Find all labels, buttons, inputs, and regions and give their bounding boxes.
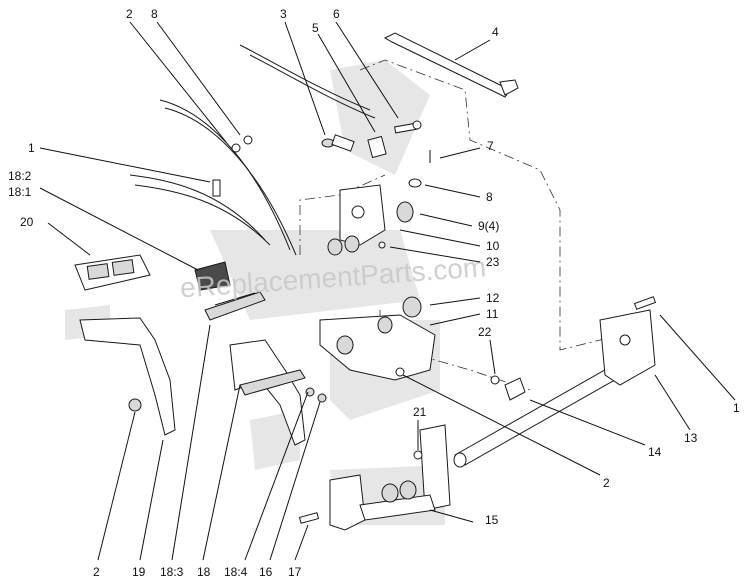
callout-1-left: 1 (28, 141, 35, 155)
callout-8-top: 8 (151, 7, 158, 21)
callout-9: 9(4) (478, 219, 499, 233)
callout-15: 15 (485, 513, 499, 527)
callout-11: 11 (486, 307, 499, 321)
callout-8-right: 8 (486, 190, 493, 204)
bolt-1-part (212, 179, 221, 197)
clevis-part (367, 135, 387, 159)
lower-bracket-part (298, 424, 451, 531)
pedal-bracket-upper (327, 184, 414, 256)
callout-20: 20 (20, 215, 34, 229)
pedal-arm-part (79, 317, 176, 436)
callout-19: 19 (132, 565, 146, 579)
callout-13: 13 (684, 431, 698, 445)
pedal-lever-part (229, 339, 327, 446)
callout-17: 17 (288, 565, 302, 579)
callout-18-4: 18:4 (224, 565, 248, 579)
pedal-pad-part (74, 254, 151, 291)
callout-4: 4 (492, 25, 499, 39)
callout-5: 5 (312, 21, 319, 35)
callout-2-bottom: 2 (93, 565, 100, 579)
callout-22: 22 (478, 325, 492, 339)
callout-16: 16 (259, 565, 273, 579)
callout-labels: 2 8 3 6 5 4 7 8 9(4) 10 23 12 11 1 18:2 … (8, 7, 740, 579)
callout-18-1: 18:1 (8, 185, 32, 199)
callout-6: 6 (333, 7, 340, 21)
pivot-bracket-part (319, 296, 436, 381)
callout-18-3: 18:3 (160, 565, 184, 579)
callout-3: 3 (280, 7, 287, 21)
callout-18: 18 (197, 565, 211, 579)
callout-7: 7 (487, 139, 494, 153)
callout-2-right: 2 (603, 476, 610, 490)
callout-2-top: 2 (126, 7, 133, 21)
callout-23: 23 (486, 255, 500, 269)
callout-12: 12 (486, 291, 500, 305)
fitting-part (490, 375, 526, 401)
callout-14: 14 (648, 445, 662, 459)
callout-10: 10 (486, 239, 500, 253)
callout-21: 21 (413, 405, 427, 419)
pedal-top-part (194, 261, 266, 321)
callout-18-2: 18:2 (8, 169, 32, 183)
leader-lines (39, 21, 736, 561)
end-bracket-part (599, 296, 657, 386)
callout-1-right: 1 (733, 401, 740, 415)
washer-part (408, 178, 422, 188)
